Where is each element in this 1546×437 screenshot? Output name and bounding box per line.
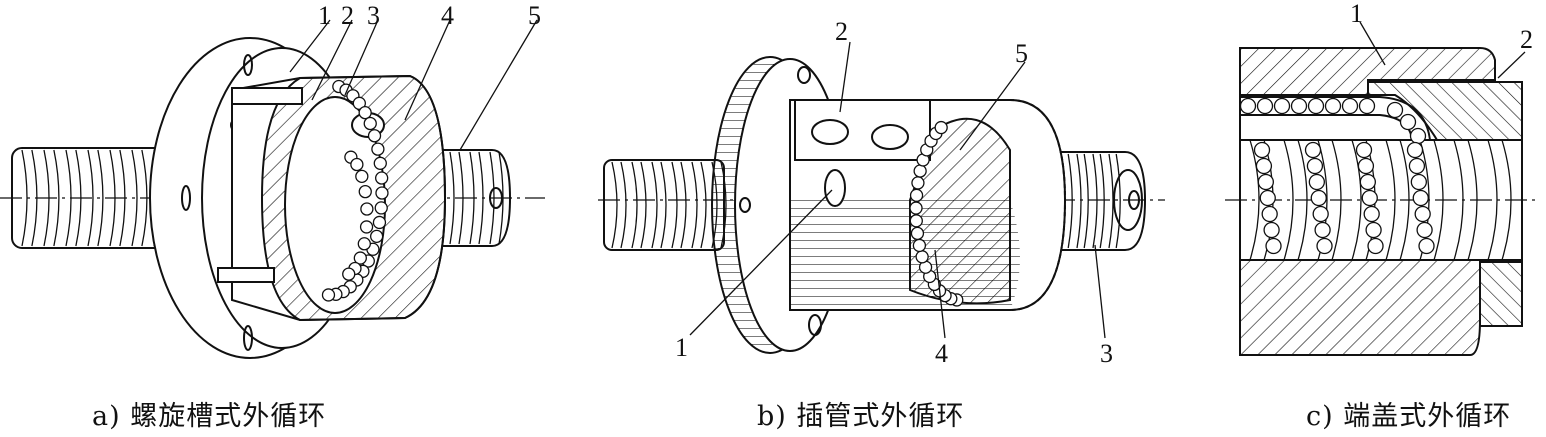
panel-b-callout-1: 1: [675, 333, 688, 362]
panel-a-callouts: 1 2 3 4 5: [289, 1, 541, 151]
panel-b-return-tube-diagram: 1 2 3 4 5: [598, 17, 1165, 368]
panel-c-caption: c) 端盖式外循环: [1306, 401, 1512, 432]
panel-c-callouts: 1 2: [1350, 0, 1533, 79]
panel-a-callout-3: 3: [367, 1, 380, 30]
panel-b-callout-3: 3: [1100, 339, 1113, 368]
panel-b-caption: b) 插管式外循环: [757, 401, 965, 432]
panel-a-nut-cutaway: [217, 74, 447, 322]
panel-a-callout-1: 1: [318, 1, 331, 30]
panel-c-callout-2: 2: [1520, 25, 1533, 54]
panel-b-callout-2: 2: [835, 17, 848, 46]
panel-c-callout-1: 1: [1350, 0, 1363, 28]
panel-a-spiral-groove-return-diagram: 1 2 3 4 5: [0, 1, 545, 359]
panel-b-callout-5: 5: [1015, 39, 1028, 68]
panel-b-nut-body: [789, 99, 1067, 311]
panel-a-callout-4: 4: [441, 1, 454, 30]
panel-a-callout-2: 2: [341, 1, 354, 30]
panel-a-callout-5: 5: [528, 1, 541, 30]
panel-b-callout-4: 4: [935, 339, 948, 368]
panel-b-callouts: 1 2 3 4 5: [675, 17, 1113, 368]
panel-c-end-cap-return-diagram: 1 2: [1225, 0, 1540, 356]
panel-a-caption: a) 螺旋槽式外循环: [92, 401, 327, 432]
panel-c-nut-lower: [1239, 259, 1481, 356]
